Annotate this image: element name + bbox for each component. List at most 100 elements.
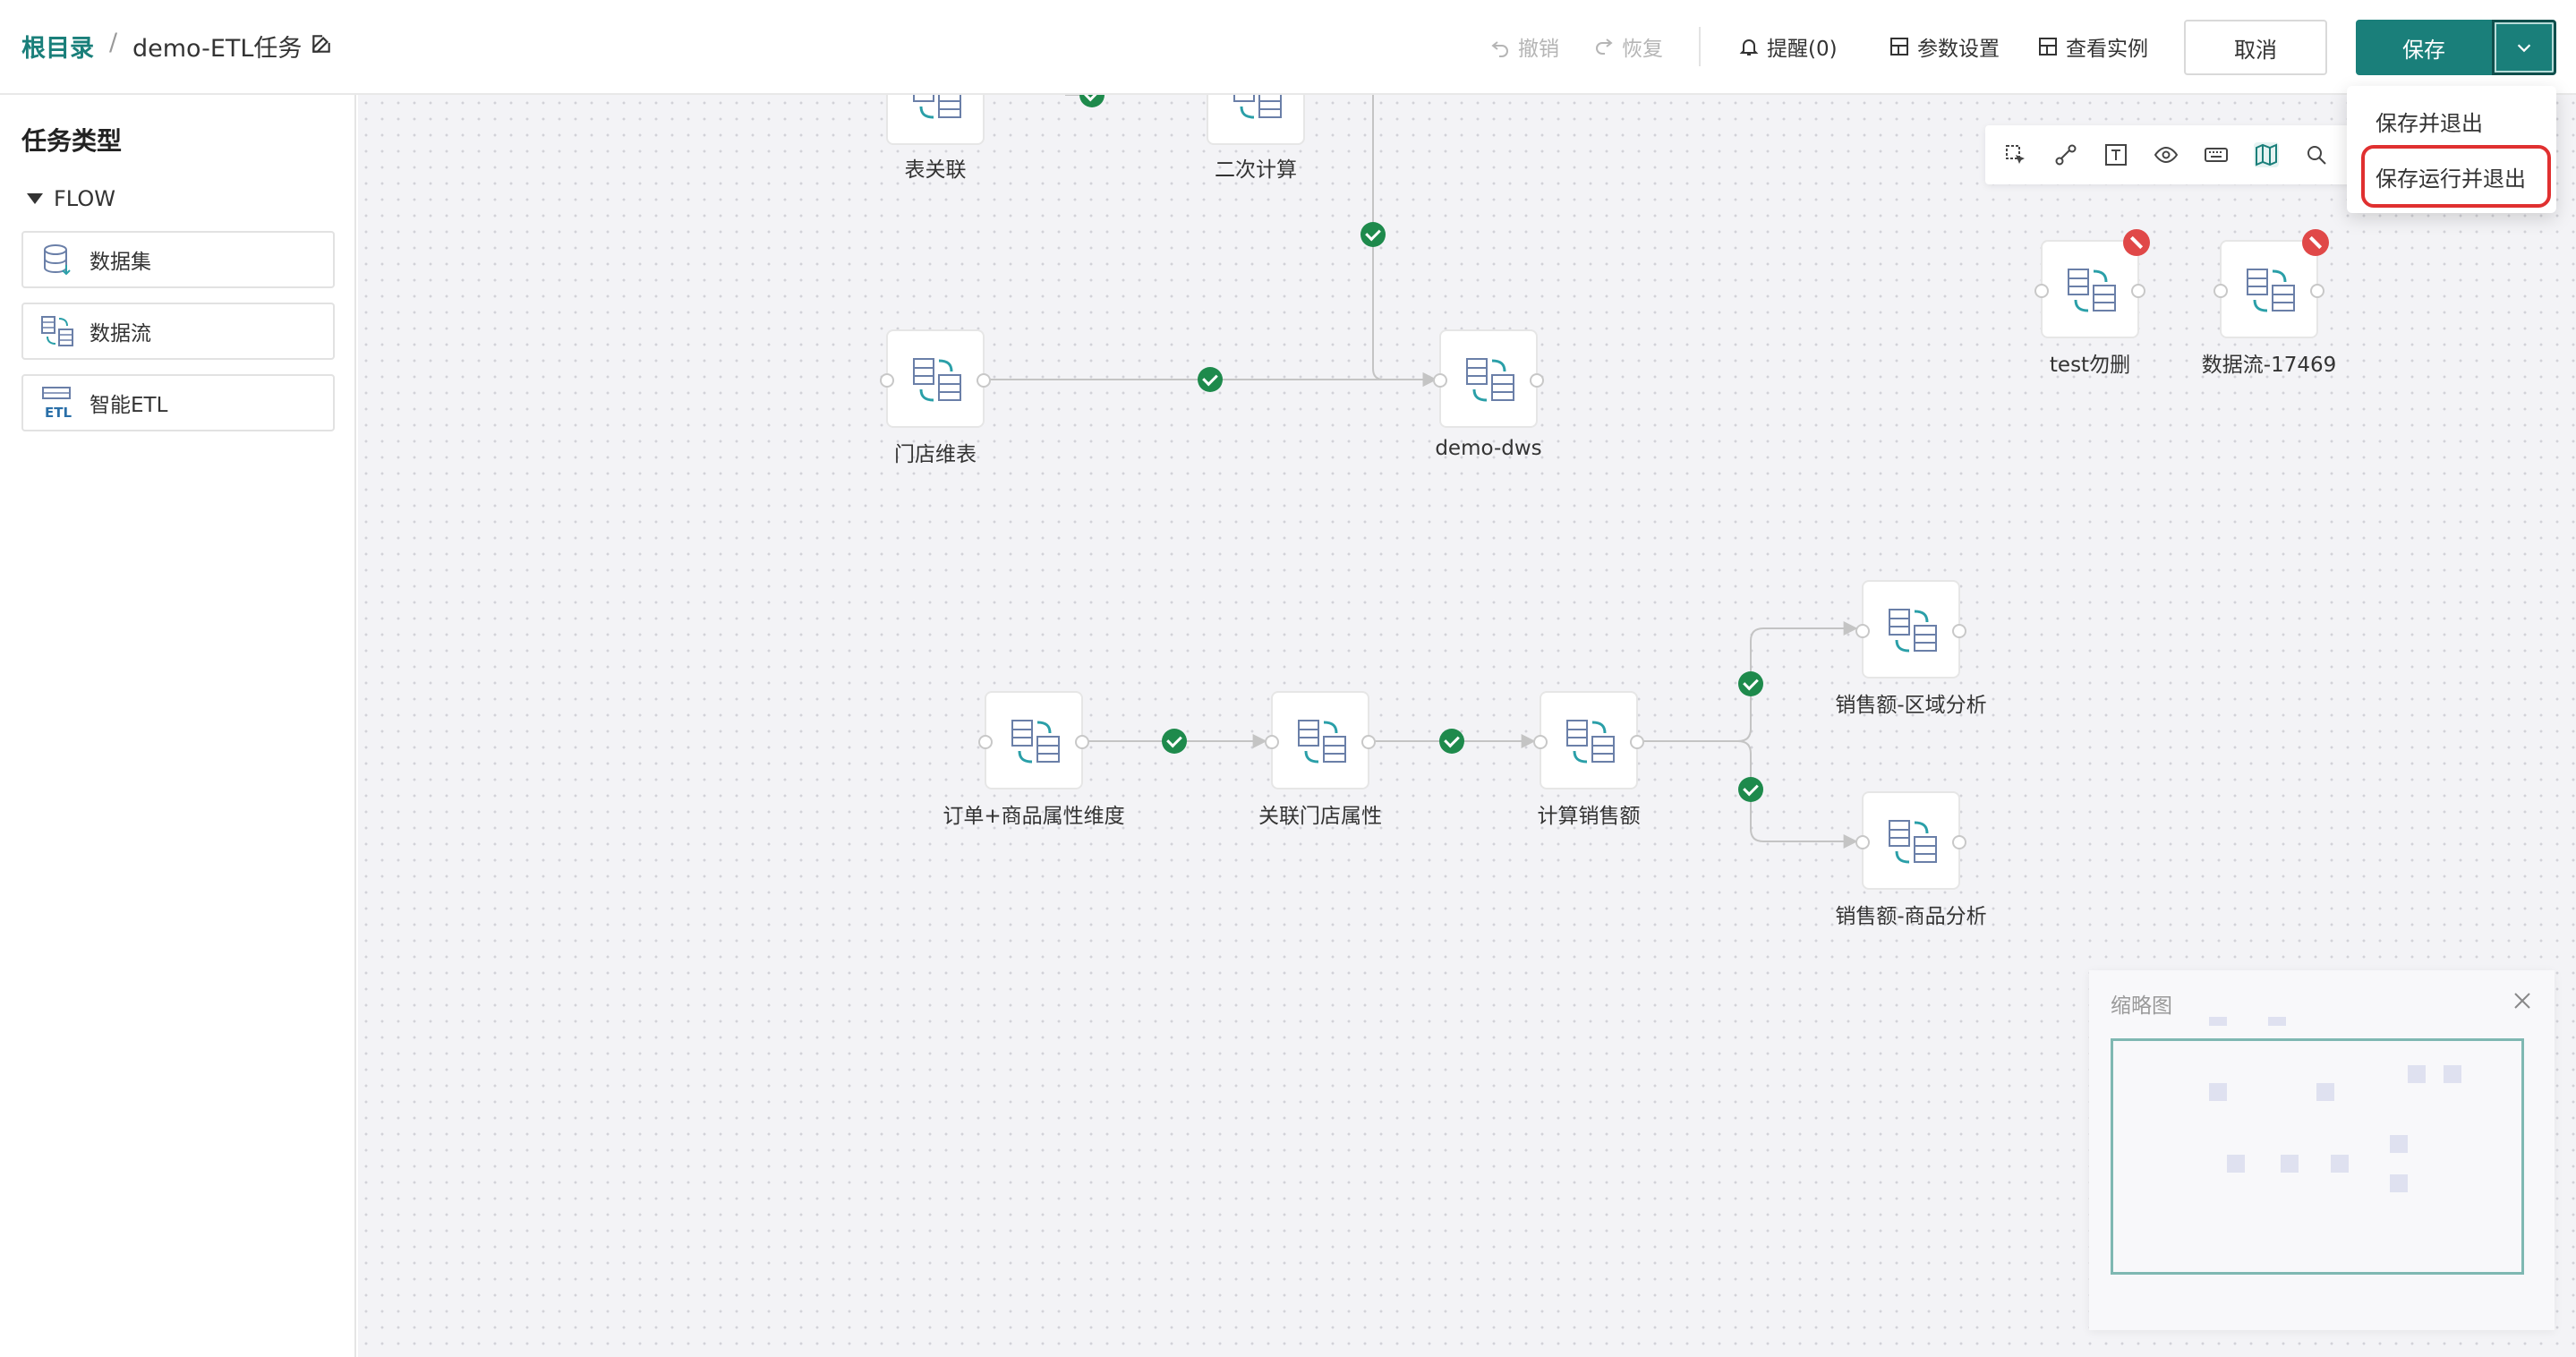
flow-node-mendianweibiao[interactable] — [880, 329, 991, 428]
select-icon[interactable] — [2003, 142, 2028, 167]
output-port[interactable] — [1952, 835, 1966, 849]
dataflow-icon — [1889, 609, 1937, 653]
menu-item-save-run-exit[interactable]: 保存运行并退出 — [2376, 166, 2526, 192]
chevron-down-icon — [2517, 44, 2531, 53]
node-label: test勿删 — [2049, 354, 2131, 377]
flow-node-shangpinfenxi[interactable] — [1855, 791, 1966, 890]
dataflow-icon — [2068, 269, 2116, 312]
highlight-annotation — [2361, 145, 2551, 208]
node-label: 订单+商品属性维度 — [943, 805, 1125, 828]
minimap-node — [2408, 1065, 2426, 1083]
sidebar-item-smart-etl[interactable]: ETL 智能ETL — [21, 374, 335, 431]
output-port[interactable] — [1952, 624, 1966, 638]
redo-button[interactable]: 恢复 — [1593, 32, 1663, 61]
input-port[interactable] — [1533, 735, 1548, 749]
error-icon[interactable] — [2123, 229, 2150, 256]
output-port[interactable] — [1361, 735, 1376, 749]
redo-icon — [1596, 38, 1613, 55]
view-instance-label: 查看实例 — [2066, 38, 2148, 61]
preview-icon[interactable] — [2154, 142, 2179, 167]
cancel-button[interactable]: 取消 — [2184, 20, 2327, 75]
dataflow-icon — [1889, 820, 1937, 864]
input-port[interactable] — [880, 373, 894, 388]
error-icon[interactable] — [2302, 229, 2329, 256]
minimap-node — [2209, 1083, 2227, 1101]
sidebar-item-label: 智能ETL — [90, 394, 168, 417]
menu-item-save-exit[interactable]: 保存并退出 — [2376, 111, 2483, 136]
edge-success-check[interactable] — [1361, 222, 1386, 247]
keyboard-icon[interactable] — [2204, 142, 2229, 167]
minimap-node — [2390, 1174, 2408, 1192]
edge-success-check[interactable] — [1162, 729, 1187, 754]
node-label: 计算销售额 — [1537, 805, 1641, 828]
search-icon[interactable] — [2304, 142, 2329, 167]
params-label: 参数设置 — [1917, 38, 2000, 61]
minimap-viewport[interactable] — [2111, 1038, 2524, 1275]
edge-success-check[interactable] — [1738, 777, 1763, 802]
reminder-button[interactable]: 提醒(0) — [1738, 32, 1838, 61]
flow-node-ercijisuan[interactable] — [1207, 95, 1305, 145]
output-port[interactable] — [977, 373, 991, 388]
close-icon[interactable] — [2512, 990, 2533, 1011]
flow-node-dingdan[interactable] — [978, 691, 1089, 789]
edge-success-check[interactable] — [1738, 671, 1763, 696]
edge-jisuan-shangpin — [1737, 740, 1858, 849]
flow-node-demo-dws[interactable] — [1433, 329, 1544, 428]
redo-label: 恢复 — [1622, 38, 1663, 61]
dataflow-icon — [41, 316, 73, 346]
output-port[interactable] — [2310, 284, 2324, 298]
input-port[interactable] — [1265, 735, 1279, 749]
dataflow-icon — [913, 358, 961, 402]
view-instance-button[interactable]: 查看实例 — [2037, 32, 2148, 61]
output-port[interactable] — [1630, 735, 1644, 749]
input-port[interactable] — [1855, 624, 1870, 638]
output-port[interactable] — [2131, 284, 2145, 298]
minimap-node — [2444, 1065, 2461, 1083]
flow-node-biaoguanlian[interactable] — [886, 95, 985, 145]
task-title: demo-ETL任务 — [132, 35, 303, 63]
flow-group-toggle[interactable]: FLOW — [27, 186, 115, 211]
edge-success-check[interactable] — [1439, 729, 1464, 754]
input-port[interactable] — [2034, 284, 2049, 298]
output-port[interactable] — [1075, 735, 1089, 749]
input-port[interactable] — [2213, 284, 2228, 298]
minimap-icon[interactable] — [2254, 142, 2279, 167]
output-port[interactable] — [1530, 373, 1544, 388]
edge-success-check[interactable] — [1198, 367, 1223, 392]
save-dropdown-toggle[interactable] — [2492, 20, 2556, 75]
instance-icon — [2039, 38, 2057, 55]
edge-success-check[interactable] — [1079, 95, 1105, 107]
svg-text:ETL: ETL — [45, 405, 72, 421]
dataflow-icon — [1011, 720, 1060, 764]
undo-button[interactable]: 撤销 — [1489, 32, 1559, 61]
sidebar-item-dataset[interactable]: 数据集 — [21, 231, 335, 288]
flow-node-quyufenxi[interactable] — [1855, 580, 1966, 678]
minimap-panel: 缩略图 — [2089, 970, 2555, 1330]
flow-node-test[interactable] — [2034, 229, 2150, 338]
sidebar-title: 任务类型 — [21, 126, 123, 156]
save-button[interactable]: 保存 — [2356, 20, 2492, 75]
edit-icon[interactable] — [310, 32, 333, 55]
minimap-node — [2316, 1083, 2334, 1101]
input-port[interactable] — [978, 735, 993, 749]
sidebar-item-label: 数据集 — [90, 251, 151, 274]
node-label: 销售额-商品分析 — [1835, 905, 1987, 928]
flow-node-shujuliu-17469[interactable] — [2213, 229, 2329, 338]
params-button[interactable]: 参数设置 — [1889, 32, 2000, 61]
flow-canvas[interactable]: 表关联 二次计算 门店维表 demo-dws test勿删 数据流-17469 … — [358, 95, 2576, 1357]
breadcrumb-root[interactable]: 根目录 — [21, 35, 94, 63]
flow-group-label: FLOW — [54, 186, 115, 211]
dataflow-icon — [1466, 358, 1514, 402]
flow-node-jisuanxiaoshoue[interactable] — [1533, 691, 1644, 789]
input-port[interactable] — [1855, 835, 1870, 849]
flow-node-guanlianmendian[interactable] — [1265, 691, 1376, 789]
text-icon[interactable] — [2103, 142, 2128, 167]
etl-icon: ETL — [42, 387, 72, 421]
minimap-node — [2331, 1155, 2349, 1173]
undo-icon — [1491, 41, 1508, 57]
node-label: 关联门店属性 — [1258, 805, 1382, 828]
caret-down-icon — [27, 193, 43, 204]
input-port[interactable] — [1433, 373, 1447, 388]
connect-icon[interactable] — [2053, 142, 2078, 167]
sidebar-item-dataflow[interactable]: 数据流 — [21, 303, 335, 360]
